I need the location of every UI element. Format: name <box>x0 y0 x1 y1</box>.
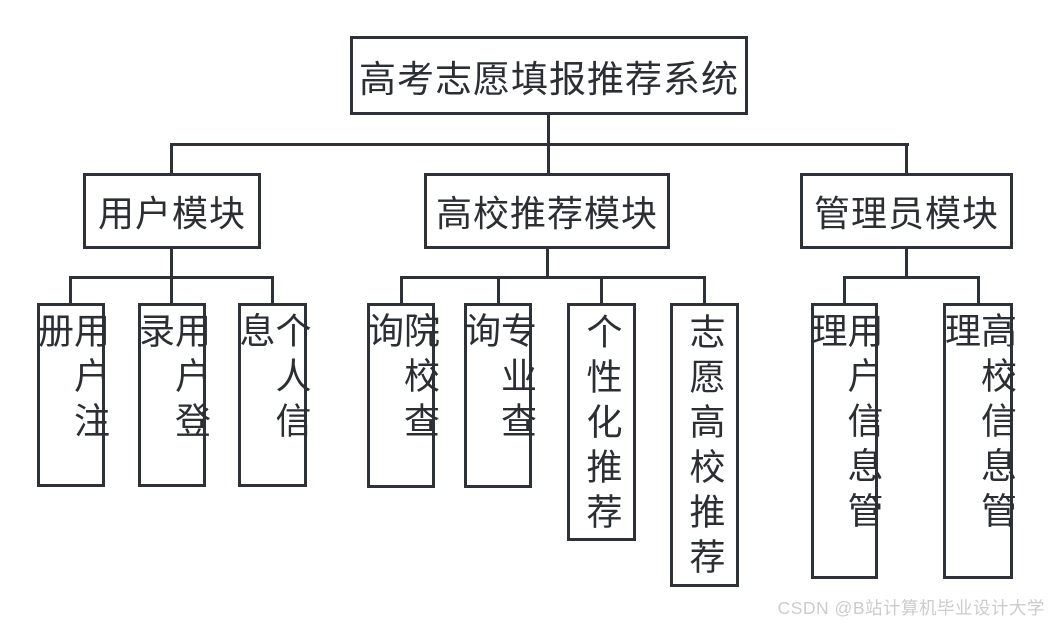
node-major-query-label: 专业查询 <box>460 312 537 447</box>
connector-line <box>843 276 980 279</box>
connector-line <box>170 143 909 146</box>
node-personalized-recommend: 个性化推荐 <box>567 303 636 541</box>
connector-line <box>547 143 550 174</box>
node-university-recommend-module-label: 高校推荐模块 <box>435 193 658 234</box>
connector-line <box>600 276 603 304</box>
node-university-info-manage: 高校信息管理 <box>940 303 1017 579</box>
watermark: CSDN @B站计算机毕业设计大学 <box>777 598 1045 618</box>
connector-line <box>905 143 908 174</box>
connector-line <box>547 114 550 146</box>
node-user-info-manage: 用户信息管理 <box>806 303 884 579</box>
connector-line <box>905 247 908 279</box>
node-university-info-manage-label: 高校信息管理 <box>940 312 1017 537</box>
connector-line <box>497 276 500 304</box>
node-personal-info: 个人信息 <box>234 303 312 487</box>
node-user-info-manage-label: 用户信息管理 <box>806 312 884 537</box>
connector-line <box>170 247 173 279</box>
node-major-query: 专业查询 <box>460 303 537 488</box>
node-admin-module-label: 管理员模块 <box>813 193 999 234</box>
node-volunteer-university-recommend: 志愿高校推荐 <box>670 303 739 587</box>
node-user-register-label: 用户注册 <box>33 312 110 447</box>
connector-line <box>400 276 403 304</box>
connector-line <box>69 276 72 304</box>
node-volunteer-university-recommend-label: 志愿高校推荐 <box>684 313 726 583</box>
node-college-query: 院校查询 <box>363 303 440 488</box>
node-user-login: 用户登录 <box>134 303 211 487</box>
node-root-label: 高考志愿填报推荐系统 <box>359 58 739 100</box>
node-admin-module: 管理员模块 <box>800 173 1013 249</box>
connector-line <box>977 276 980 304</box>
connector-line <box>400 276 706 279</box>
node-university-recommend-module: 高校推荐模块 <box>424 173 670 249</box>
node-user-register: 用户注册 <box>33 303 110 487</box>
node-user-module: 用户模块 <box>83 173 261 249</box>
connector-line <box>170 143 173 174</box>
node-personalized-recommend-label: 个性化推荐 <box>581 312 623 538</box>
connector-line <box>843 276 846 304</box>
connector-line <box>170 276 173 304</box>
node-personal-info-label: 个人信息 <box>234 312 312 447</box>
connector-line <box>703 276 706 304</box>
node-user-login-label: 用户登录 <box>134 312 211 447</box>
connector-line <box>546 247 549 279</box>
node-root: 高考志愿填报推荐系统 <box>350 36 748 115</box>
connector-line <box>271 276 274 304</box>
node-college-query-label: 院校查询 <box>363 312 440 447</box>
node-user-module-label: 用户模块 <box>97 193 246 234</box>
